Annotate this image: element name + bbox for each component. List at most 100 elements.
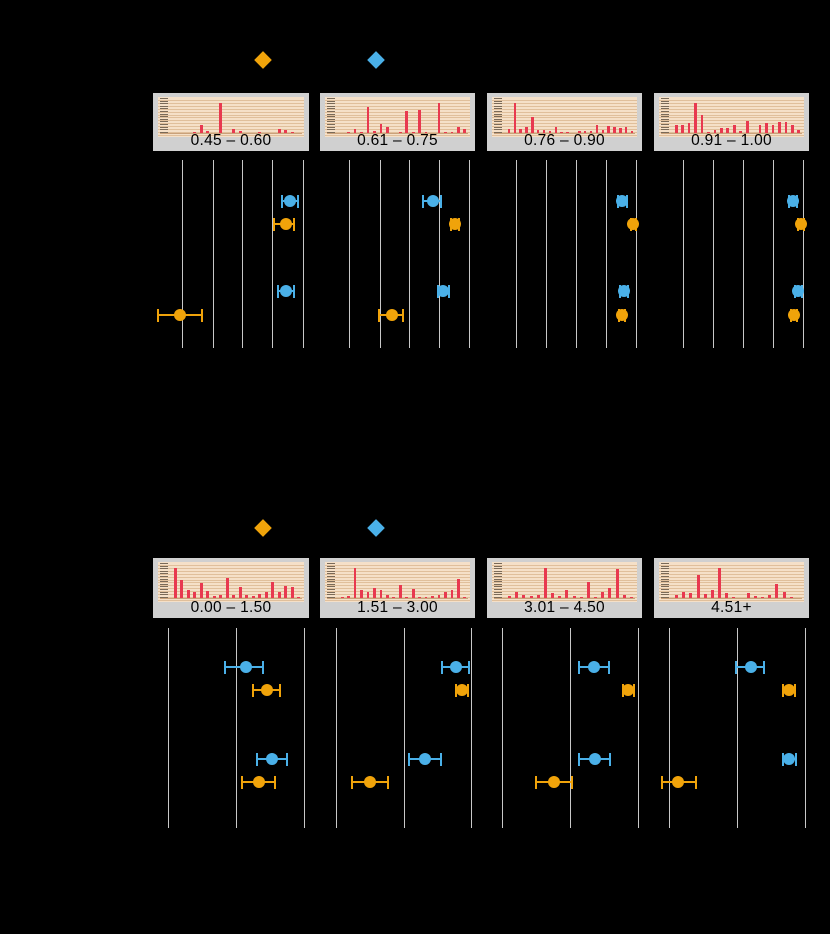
histogram-gridline [659, 565, 804, 566]
histogram-y-tick [327, 581, 335, 583]
panel-gridline [636, 160, 637, 348]
interval-cap-high [633, 684, 635, 697]
histogram-bar [761, 596, 765, 599]
histogram-gridline [325, 573, 470, 575]
histogram-bar [398, 585, 402, 599]
histogram-y-tick [494, 98, 502, 99]
histogram-bar [629, 596, 633, 599]
histogram-bar [456, 578, 460, 599]
histogram-bar [700, 115, 704, 134]
histogram-gridline [492, 567, 637, 569]
histogram-y-tick [494, 596, 502, 598]
histogram-y-tick [160, 98, 168, 99]
panel-plot-area [319, 160, 476, 348]
histogram-gridline [325, 111, 470, 113]
histogram-y-tick [494, 573, 502, 575]
histogram-bar [251, 595, 255, 599]
panel-gridline [336, 628, 337, 828]
histogram-y-tick [661, 108, 669, 110]
histogram-y-tick [661, 586, 669, 588]
histogram-gridline [492, 594, 637, 595]
histogram-y-tick [160, 594, 168, 596]
histogram-y-tick [160, 129, 168, 131]
histogram-y-tick [327, 589, 335, 590]
bottom-chart-legend [0, 519, 830, 550]
histogram-gridline [492, 120, 637, 122]
histogram-bar [797, 129, 801, 134]
histogram-baseline [160, 133, 302, 134]
histogram-y-tick [494, 576, 502, 577]
histogram-gridline [659, 591, 804, 593]
histogram-bar [529, 596, 533, 599]
histogram-gridline [325, 129, 470, 130]
histogram-gridline [659, 126, 804, 128]
legend-item-series-blue[interactable] [367, 519, 390, 537]
histogram-plot-area [325, 562, 470, 602]
histogram-bar [450, 589, 454, 599]
histogram-bar [219, 594, 223, 599]
interval-cap-high [402, 309, 404, 322]
histogram-y-tick [661, 118, 669, 120]
panel-gridline [213, 160, 214, 348]
histogram-y-tick [160, 573, 168, 575]
interval-cap-high [440, 753, 442, 766]
histogram-y-tick [661, 126, 669, 128]
histogram-y-tick [327, 570, 335, 572]
panel-gridline [638, 628, 639, 828]
panel-gridline [404, 628, 405, 828]
strip-label: 0.91 – 1.00 [691, 132, 772, 149]
panel-plot-area [486, 160, 643, 348]
histogram-gridline [659, 585, 804, 587]
histogram-bar [589, 130, 593, 134]
histogram-bar [739, 130, 743, 134]
legend-item-series-orange[interactable] [254, 51, 277, 69]
histogram-bar [206, 131, 210, 134]
diamond-icon [254, 51, 272, 69]
histogram-gridline [325, 591, 470, 593]
histogram-gridline [659, 134, 804, 136]
histogram-gridline [492, 599, 637, 601]
histogram-baseline [494, 133, 635, 134]
histogram-bar [386, 594, 389, 599]
histogram-gridline [325, 565, 470, 566]
legend-item-series-orange[interactable] [254, 519, 277, 537]
histogram-bar [554, 126, 558, 134]
histogram-bar [405, 111, 409, 134]
histogram-y-tick [327, 98, 335, 99]
interval-cap-low [578, 753, 580, 766]
histogram-y-tick [661, 578, 669, 580]
histogram-gridline [492, 129, 637, 130]
histogram-bar [411, 589, 415, 599]
histogram-y-tick [494, 121, 502, 123]
histogram-y-tick [160, 124, 168, 125]
histogram-bar [681, 124, 685, 134]
histogram-gridline [158, 117, 304, 119]
legend-item-series-blue[interactable] [367, 51, 390, 69]
panel-gridline [737, 628, 738, 828]
histogram-gridline [325, 588, 470, 590]
diamond-icon [367, 519, 385, 537]
histogram-bar [622, 595, 626, 599]
histogram-bar [225, 577, 229, 599]
histogram-y-tick [661, 105, 669, 107]
point-estimate-blue [450, 661, 462, 673]
histogram-gridline [492, 134, 637, 136]
histogram-bar [782, 591, 786, 599]
histogram-plot-area [659, 97, 804, 137]
interval-cap-high [440, 195, 442, 208]
interval-cap-low [441, 661, 443, 674]
point-estimate-blue [427, 195, 439, 207]
histogram-gridline [158, 100, 304, 101]
histogram-y-tick [160, 568, 168, 570]
interval-cap-high [608, 661, 610, 674]
point-estimate-orange [174, 309, 186, 321]
strip-label: 0.61 – 0.75 [357, 132, 438, 149]
histogram-bar [193, 592, 197, 599]
histogram-y-tick [327, 103, 335, 105]
histogram-gridline [325, 120, 470, 122]
strip-histogram [158, 562, 304, 602]
histogram-y-tick [160, 583, 168, 585]
histogram-gridline [158, 591, 304, 593]
histogram-bar [353, 568, 357, 599]
strip-header: 0.91 – 1.00 [653, 92, 810, 152]
